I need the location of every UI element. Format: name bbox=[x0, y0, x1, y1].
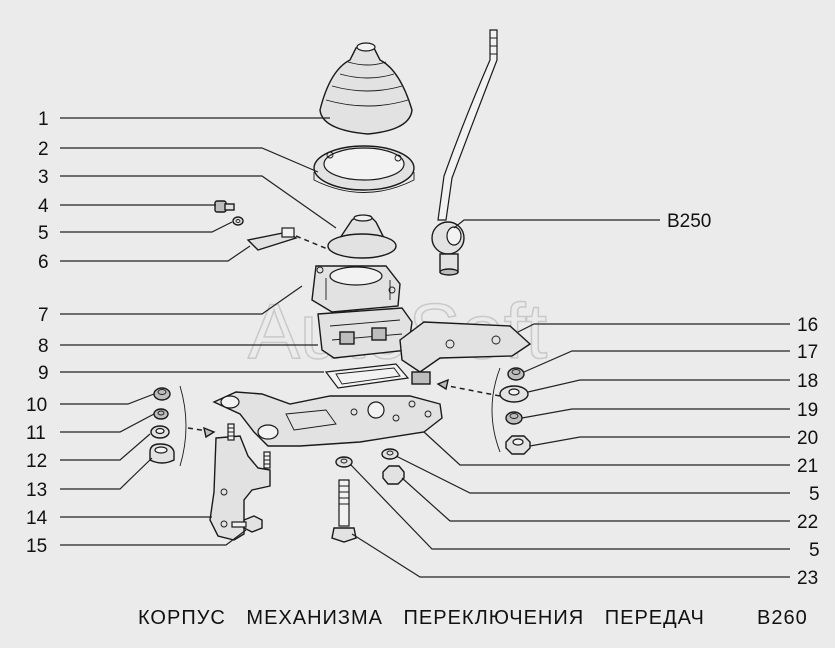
clamp-bracket-part bbox=[246, 227, 298, 251]
assembly-dashed-line-6 bbox=[295, 235, 331, 251]
callout-5: 5 bbox=[38, 223, 49, 244]
callout-12: 12 bbox=[26, 451, 47, 472]
upper-housing-part bbox=[311, 265, 401, 313]
callout-17: 17 bbox=[797, 342, 818, 363]
rubber-boot-part bbox=[319, 42, 413, 135]
bolt-23-part bbox=[331, 479, 357, 543]
callout-5c: 5 bbox=[809, 540, 820, 561]
callout-18: 18 bbox=[797, 371, 818, 392]
washer-12-part bbox=[150, 425, 170, 439]
callout-4: 4 bbox=[38, 196, 49, 217]
callout-8: 8 bbox=[38, 336, 49, 357]
callout-7: 7 bbox=[38, 305, 49, 326]
callout-20: 20 bbox=[797, 428, 818, 449]
nut-17-part bbox=[507, 367, 525, 381]
arrow-head-14 bbox=[203, 426, 216, 439]
nut-10-part bbox=[153, 387, 171, 401]
washer-11-part bbox=[153, 408, 169, 420]
callout-15: 15 bbox=[26, 536, 47, 557]
bushing-13-part bbox=[149, 443, 175, 464]
mounting-bracket-part bbox=[209, 423, 271, 541]
stack-brace-right bbox=[491, 367, 501, 453]
lower-housing-part bbox=[317, 307, 413, 359]
callout-2: 2 bbox=[38, 139, 49, 160]
callout-14: 14 bbox=[26, 508, 48, 529]
small-bolt-part bbox=[214, 200, 235, 213]
retaining-ring-part bbox=[313, 145, 415, 193]
gasket-part bbox=[324, 363, 410, 389]
lever-bracket-part bbox=[399, 321, 532, 385]
callout-19: 19 bbox=[797, 400, 818, 421]
shift-lever-part bbox=[431, 29, 498, 276]
washer-18-part bbox=[499, 385, 529, 403]
callout-16: 16 bbox=[797, 315, 818, 336]
page-code: B260 bbox=[757, 607, 808, 629]
assembly-dashed-line-16 bbox=[437, 383, 501, 397]
reference-label: B250 bbox=[667, 211, 711, 232]
callout-1: 1 bbox=[38, 109, 49, 130]
callout-6: 6 bbox=[38, 252, 49, 273]
callout-22: 22 bbox=[797, 512, 818, 533]
leader-lines bbox=[60, 117, 790, 578]
washer-5b-part bbox=[381, 448, 399, 460]
callout-3: 3 bbox=[38, 167, 49, 188]
flange-bolt-part bbox=[231, 515, 263, 533]
washer-19-part bbox=[505, 411, 523, 425]
callout-9: 9 bbox=[38, 363, 49, 384]
upper-cone-part bbox=[327, 214, 397, 259]
base-plate-part bbox=[212, 391, 443, 447]
callout-21: 21 bbox=[797, 456, 818, 477]
washer-5c-part bbox=[335, 456, 353, 468]
arrow-head-16 bbox=[436, 378, 449, 391]
diagram-title: КОРПУС МЕХАНИЗМА ПЕРЕКЛЮЧЕНИЯ ПЕРЕДАЧ bbox=[138, 607, 705, 629]
callout-10: 10 bbox=[26, 395, 47, 416]
stack-brace-left bbox=[179, 385, 187, 467]
nut-20-part bbox=[505, 435, 531, 455]
nut-22-part bbox=[382, 465, 405, 485]
callout-5b: 5 bbox=[809, 484, 820, 505]
callout-23: 23 bbox=[797, 568, 818, 589]
washer-part bbox=[232, 216, 244, 226]
callout-11: 11 bbox=[26, 423, 46, 444]
callout-13: 13 bbox=[26, 480, 47, 501]
